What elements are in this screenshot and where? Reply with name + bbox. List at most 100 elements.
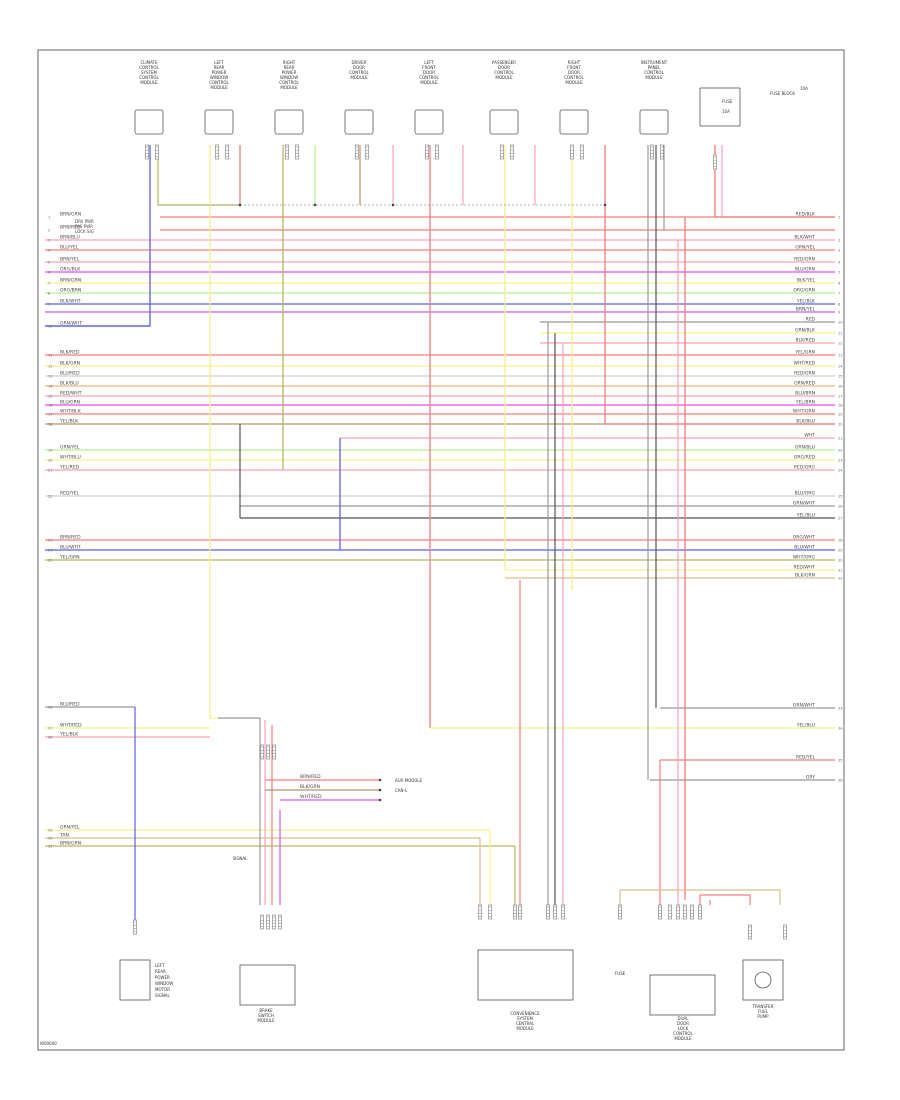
fuel-pump-label: FUEL (758, 1009, 769, 1014)
pin-number: 36 (838, 779, 842, 783)
wire-code-right: GRN/BLK (795, 328, 816, 334)
connector (676, 904, 680, 920)
top-component-box (134, 109, 164, 135)
pin-number: 8 (838, 303, 840, 307)
pin-number: 9 (48, 303, 50, 307)
vertical-wire (699, 894, 751, 905)
dual-lock-label: CONTROL (673, 1031, 693, 1036)
bottom-component-fuel-pump (742, 959, 784, 1001)
wire-code-left: BRN/RED (60, 535, 81, 541)
pin-number: 1 (838, 216, 840, 220)
pin-number: 6 (838, 282, 840, 286)
wire-code-left: BLU/GRN (60, 400, 80, 406)
wire-code-right: YEL/BLU (796, 723, 815, 729)
pin-number: 3 (838, 249, 840, 253)
pin-number: 9 (838, 311, 840, 315)
wire-code-right: BLK/YEL (797, 278, 816, 284)
pin-number: 30 (838, 559, 842, 563)
wire-code-right: ORG/RED (794, 455, 816, 461)
connector (435, 144, 439, 160)
pin-number: 31 (838, 569, 842, 573)
convenience-module-label: CENTRAL (516, 1021, 535, 1026)
mid-wire-code: BRN/RED (300, 774, 321, 780)
top-component-label: MODULE (495, 75, 513, 80)
wire-code-right: ORG/GRN (793, 288, 815, 294)
convenience-module-label: SYSTEM (517, 1016, 533, 1021)
mid-target-label: AUX MODULE (395, 778, 423, 783)
pin-number: 35 (838, 759, 842, 763)
wire-code-left: BLK/RED (60, 350, 80, 356)
wire-code-right: RED/BLK (796, 212, 817, 218)
pin-number: 21 (838, 437, 842, 441)
pin-number: 34 (838, 727, 843, 731)
mid-wire-code: BLK/GRN (300, 784, 320, 790)
pin-number: 1 (48, 216, 50, 220)
wire-code-left: YEL/RED (59, 465, 80, 471)
pin-number: 7 (48, 282, 50, 286)
wire-code-left: WHT/BLK (60, 409, 82, 415)
brake-switch-label: SWITCH (258, 1013, 274, 1018)
wire-code-left: BLK/GRN (60, 361, 80, 367)
lr-motor-label: SIGNAL (155, 993, 171, 998)
wire-code-left: BRN/GRN (60, 278, 81, 284)
pin-number: 11 (838, 332, 842, 336)
dual-lock-label: LOCK (678, 1026, 689, 1031)
wire-code-left: BLK/BLU (60, 381, 79, 387)
wire-code-left: RED/YEL (60, 491, 80, 497)
wire-code-left: BLU/WHT (60, 545, 81, 551)
wire-code-left: ORG/BLK (60, 267, 81, 273)
top-component-label: CLIMATE (140, 60, 158, 65)
top-component-label: POWER (282, 70, 297, 75)
wire-code-right: GRN/WHT (793, 501, 815, 507)
pin-number: 25 (48, 559, 52, 563)
fuel-pump-label: TRANSFER (752, 1004, 774, 1009)
top-component-label: RIGHT (568, 60, 581, 65)
pin-number: 4 (838, 261, 841, 265)
connector (698, 904, 702, 920)
wire-code-right: BLU/ORG (795, 491, 816, 497)
wire-code-left: GRN/WHT (60, 321, 82, 327)
wire-code-right: YEL/BRN (795, 400, 815, 406)
top-component-label: PASSENGER (492, 60, 516, 65)
pin-number: 19 (838, 413, 842, 417)
pin-number: 24 (838, 469, 843, 473)
pin-number: 17 (838, 395, 842, 399)
top-component-label: CONTROL (279, 80, 299, 85)
top-component-box (414, 109, 444, 135)
pin-number: 26 (48, 706, 52, 710)
top-component-label: LEFT (424, 60, 434, 65)
connector (355, 144, 359, 160)
wire-code-right: WHT/RED (793, 361, 815, 367)
top-component-label: CONTROL (139, 65, 159, 70)
top-component-label: SYSTEM (141, 70, 157, 75)
connector (553, 904, 557, 920)
pin-number: 25 (838, 495, 842, 499)
mid-wire-code: WHT/RED (300, 794, 322, 800)
connector (650, 144, 654, 160)
wire-code-right: YEL/BLU (796, 513, 815, 519)
lr-motor-label: WINDOW (155, 981, 173, 986)
convenience-module-label: CONVENIENCE (510, 1011, 540, 1016)
label-layer: CLIMATECONTROLSYSTEMCONTROLMODULELEFTREA… (48, 60, 843, 1041)
wire-code-right: BLK/WHT (794, 235, 815, 241)
vertical-wire (714, 145, 835, 218)
pin-number: 15 (838, 375, 842, 379)
top-component-label: POWER (212, 70, 227, 75)
connector (272, 914, 276, 930)
signal-label: PAS PWR (75, 224, 93, 229)
top-component-label: RIGHT (283, 60, 296, 65)
splice-dot (238, 203, 242, 207)
top-component-label: CONTROL (419, 75, 439, 80)
connector (748, 924, 752, 940)
wire-code-left: TAN (59, 833, 69, 839)
pin-number: 33 (838, 707, 842, 711)
splice-dot (313, 203, 317, 207)
pin-number: 6 (48, 271, 50, 275)
pin-number: 18 (48, 423, 52, 427)
signal-label: LOCK SIG (75, 229, 94, 234)
mid-target-label: CAN-L (395, 788, 408, 793)
top-component-box (274, 109, 304, 135)
wire-code-left: BRN/RED (60, 225, 81, 231)
pin-number: 29 (838, 549, 842, 553)
